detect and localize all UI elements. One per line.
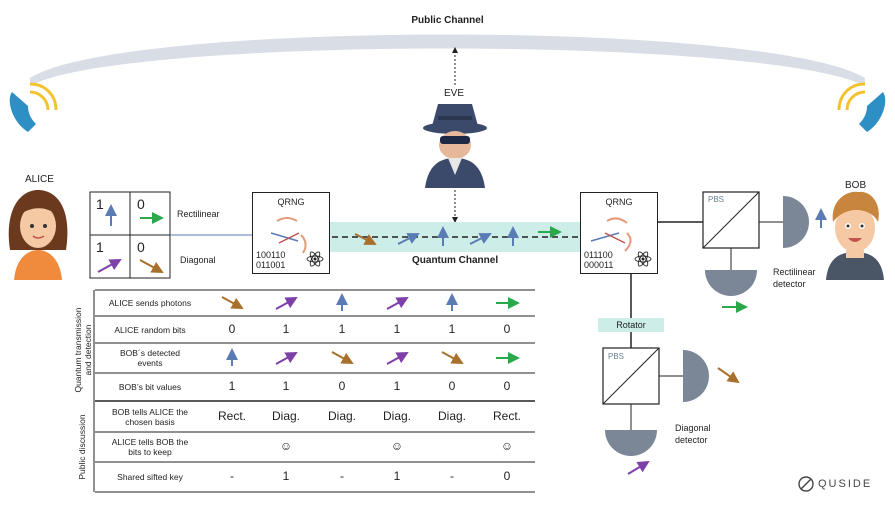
table-cell: - [450, 469, 454, 483]
basis-arrow-diag-down [139, 259, 164, 273]
qrng-bob-box: QRNG 011100 000011 [580, 192, 658, 274]
table-row-label: BOB tells ALICE the chosen basis [111, 406, 189, 427]
phone-icon-right [837, 82, 886, 132]
table-row-label: BOB’s bit values [118, 382, 182, 392]
polarization-arrow-diag-up [275, 297, 298, 310]
phone-icon-left [9, 82, 58, 132]
qrng-alice-title: QRNG [277, 197, 305, 207]
table-cell: 1 [282, 321, 290, 336]
rect-detector-bottom [705, 270, 757, 296]
group-label-public: Public discussion [77, 414, 87, 480]
rectilinear-label: Rectilinear [177, 209, 220, 219]
table-cell: - [230, 469, 234, 483]
table-grid [95, 289, 535, 493]
table-row-label: ALICE random bits [114, 324, 186, 335]
table-cell: 1 [393, 469, 401, 483]
atom-icon [306, 251, 324, 267]
diagonal-label: Diagonal [180, 255, 216, 265]
group-label-quantum: Quantum transmission and detection [73, 307, 93, 393]
table-cell: Diag. [382, 408, 411, 423]
table-cell: ☺ [279, 439, 293, 453]
polarization-arrow-diag-down [221, 296, 244, 309]
table-cell: 0 [448, 379, 456, 393]
polarization-arrow-diag-down [441, 351, 464, 364]
alice-label: ALICE [25, 174, 54, 185]
rotator-box: Rotator [598, 318, 664, 332]
basis-cell-diag-1: 1 [96, 239, 104, 255]
table-cell: Diag. [437, 408, 466, 423]
table-cell: Diag. [327, 408, 356, 423]
qrng-bob-bits: 011100 000011 [584, 250, 614, 270]
table-row-label: ALICE tells BOB the bits to keep [111, 437, 189, 457]
diag-detector-right [683, 350, 709, 402]
polarization-arrow-diag-up [275, 352, 298, 365]
table-cell: 1 [282, 469, 290, 483]
table-cell: 1 [282, 379, 290, 393]
bob-avatar [826, 191, 884, 280]
pbs-bottom-label: PBS [608, 352, 625, 361]
qrng-alice-box: QRNG 100110 011001 [252, 192, 330, 274]
table-cell: Rect. [492, 408, 521, 423]
table-row-label: ALICE sends photons [108, 298, 192, 308]
table-cell: 0 [503, 469, 511, 483]
qrng-bob-graphics [590, 217, 652, 267]
polarization-arrow-diag-up [386, 352, 409, 365]
qrng-alice-graphics [270, 217, 324, 267]
public-channel-label: Public Channel [411, 15, 484, 26]
table-cell: 1 [338, 321, 346, 336]
basis-cell-diag-0: 0 [137, 239, 145, 255]
rect-detector-right [783, 196, 809, 248]
table-cell: Rect. [217, 408, 246, 423]
table-cell: 0 [228, 321, 236, 336]
table-row-label: Shared sifted key [117, 472, 183, 482]
table-cell: 0 [338, 379, 346, 393]
table-cell: 0 [503, 379, 511, 393]
table-cell: 1 [448, 321, 456, 336]
rectilinear-detector-label: Rectilinear detector [773, 267, 816, 289]
table-cell: ☺ [390, 439, 404, 453]
quantum-channel-label: Quantum Channel [412, 255, 499, 266]
polarization-arrow-diag-up [386, 297, 409, 310]
table-cell: 1 [228, 379, 236, 393]
table-cell: - [340, 469, 344, 483]
table-cell: ☺ [500, 439, 514, 453]
basis-arrow-diag-up [97, 259, 122, 273]
spy-icon [423, 104, 487, 188]
bob-label: BOB [845, 180, 867, 191]
public-channel-arc [30, 34, 865, 86]
qrng-bob-title: QRNG [605, 197, 633, 207]
table-cell: 0 [503, 321, 511, 336]
brand-name: QUSIDE [818, 478, 873, 490]
basis-cell-rect-0: 0 [137, 196, 145, 212]
table-cell: 1 [393, 321, 401, 336]
alice-avatar [8, 190, 68, 280]
basis-cell-rect-1: 1 [96, 196, 104, 212]
table-cell: 1 [393, 379, 401, 393]
pbs-top-label: PBS [708, 195, 725, 204]
diagonal-detector-label: Diagonal detector [675, 423, 711, 445]
table-row-label: BOB´s detected events [119, 348, 180, 368]
atom-icon [634, 251, 652, 267]
diag-detector-bottom [605, 430, 657, 456]
polarization-arrow-diag-down [331, 351, 354, 364]
quside-logo-icon [798, 476, 814, 492]
eve-label: EVE [444, 88, 465, 99]
qrng-alice-bits: 100110 011001 [256, 250, 286, 270]
table-cell: Diag. [271, 408, 300, 423]
